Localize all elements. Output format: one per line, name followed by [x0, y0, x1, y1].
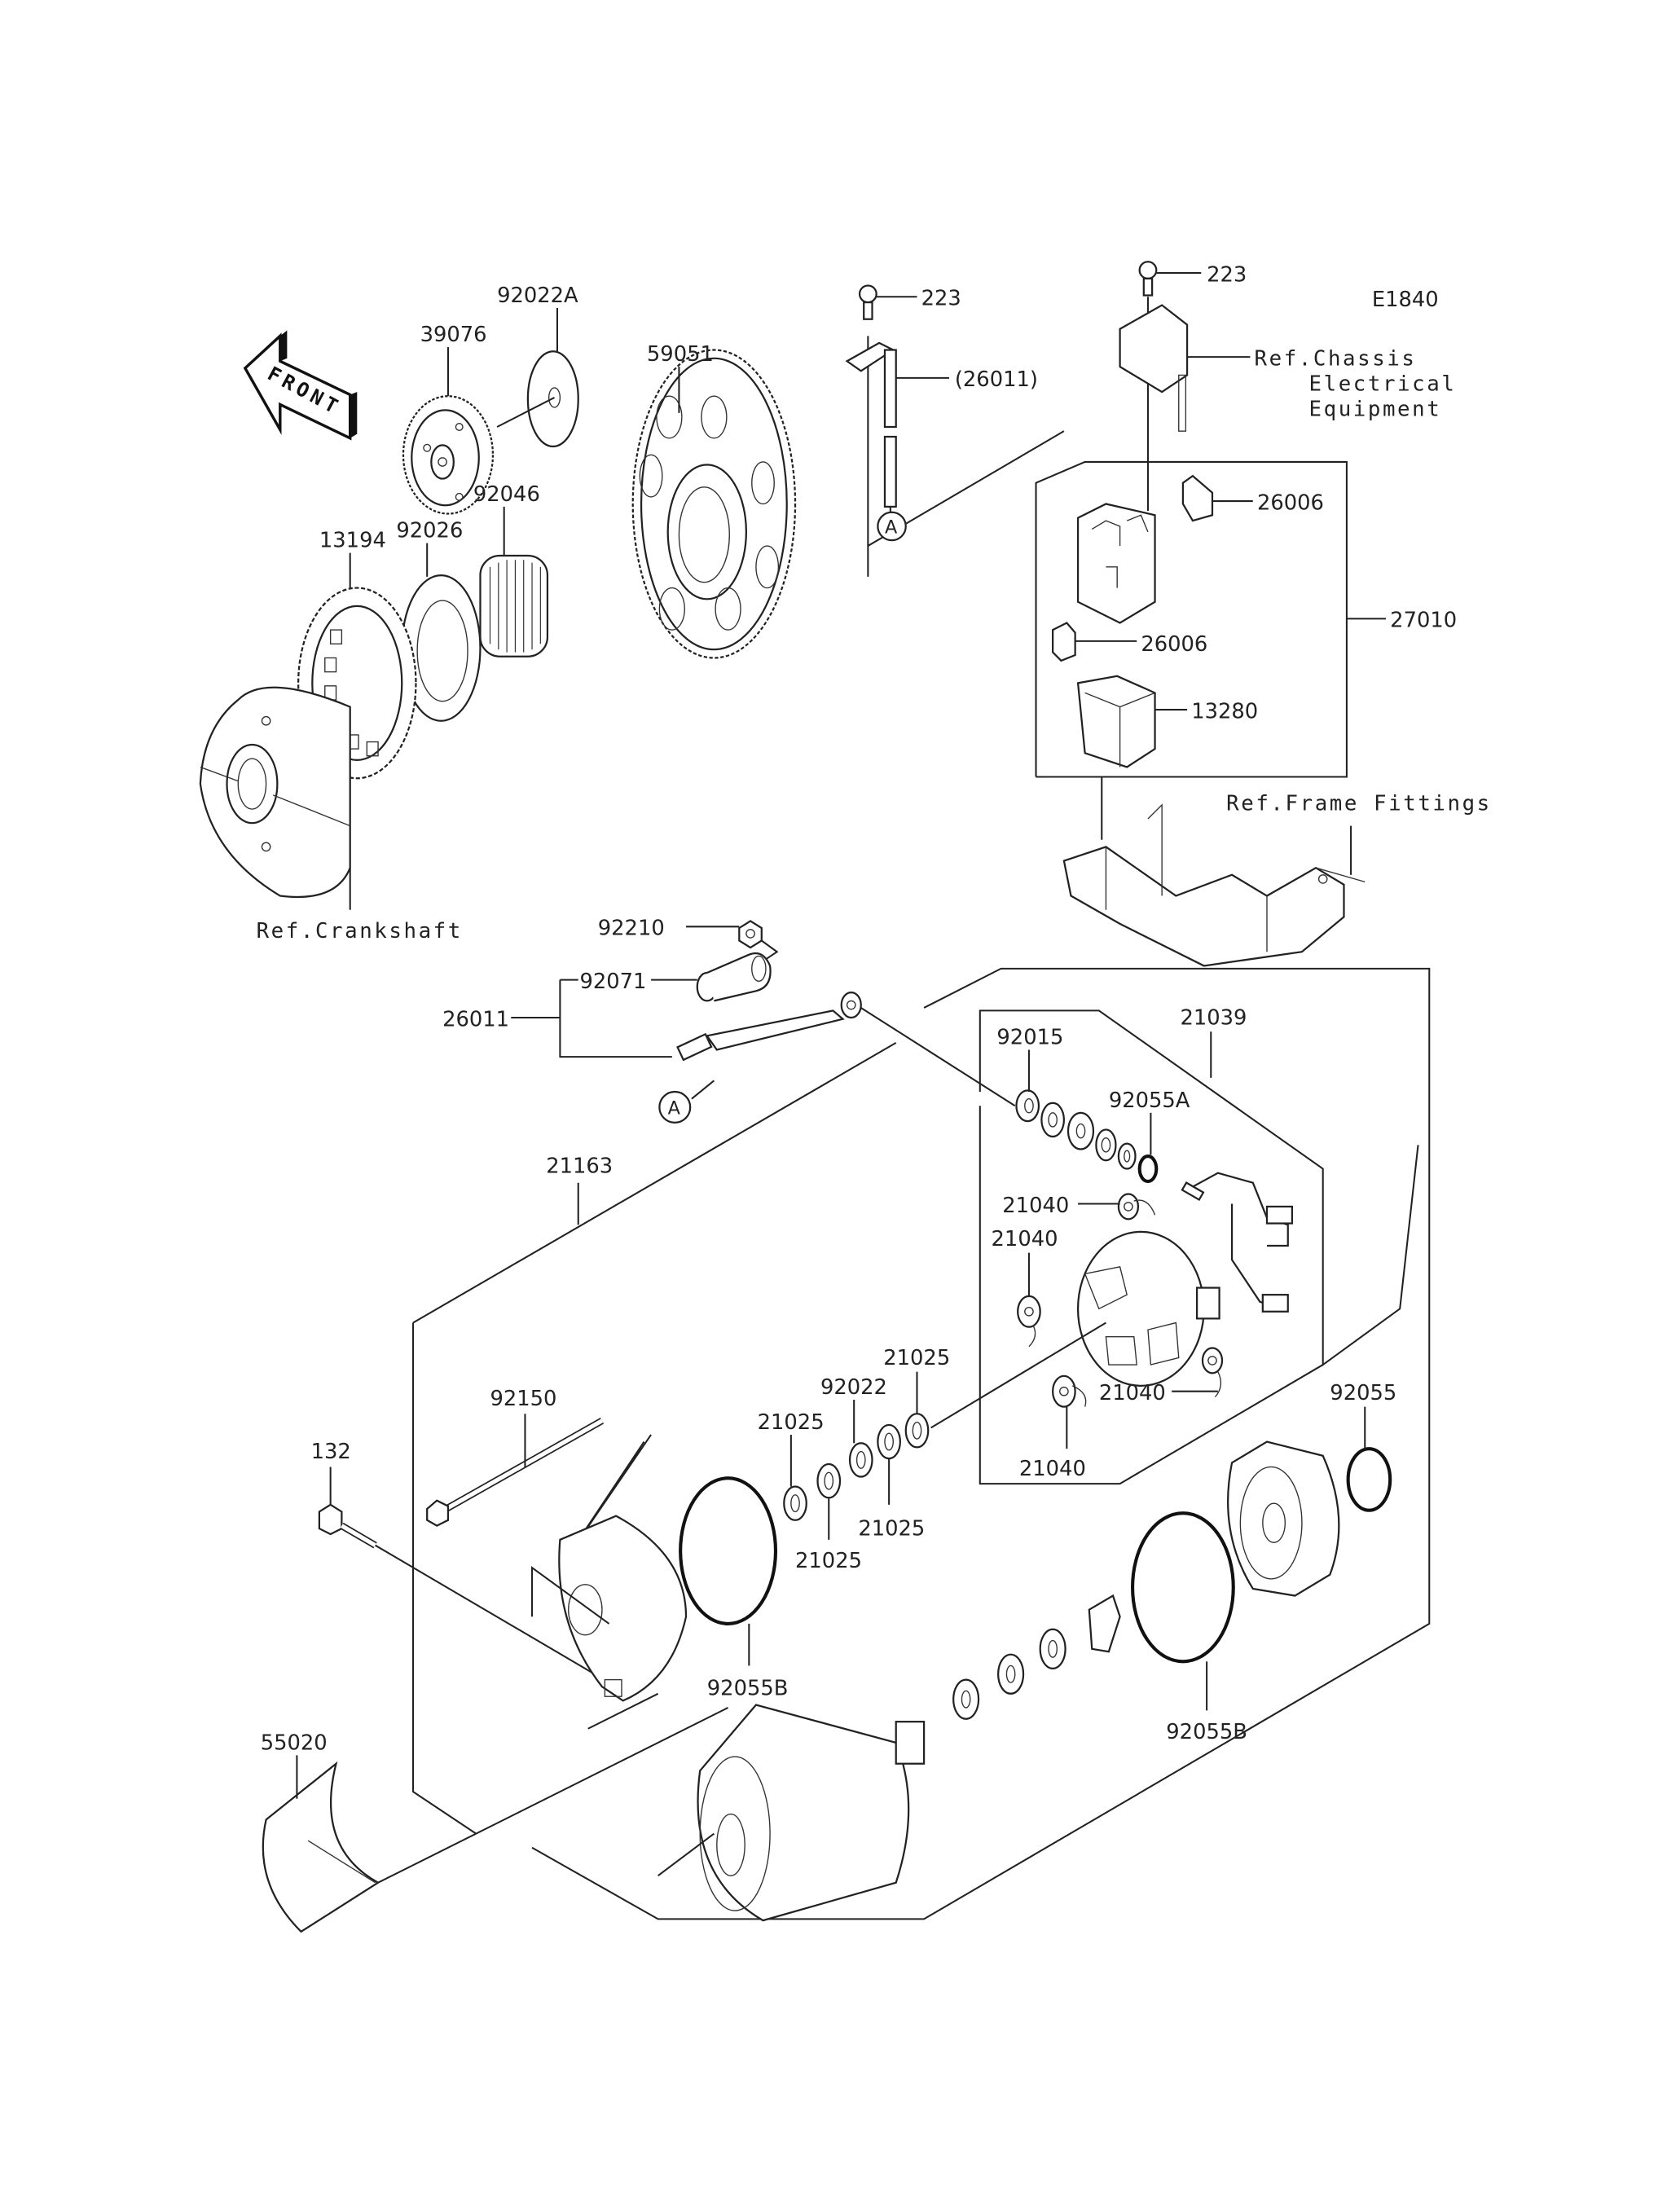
- starter-cover-part[interactable]: [262, 1761, 380, 1933]
- part-label-92046: 92046: [473, 482, 540, 507]
- shim-washers-part[interactable]: [783, 1413, 930, 1521]
- o-ring-92055-part[interactable]: [1346, 1447, 1392, 1512]
- part-label-92071: 92071: [579, 970, 646, 994]
- part-label-26006-lower: 26006: [1141, 632, 1207, 657]
- armature-yoke-part[interactable]: [697, 1704, 926, 1922]
- part-label-26011: 26011: [442, 1007, 509, 1031]
- part-label-21040-a: 21040: [1002, 1194, 1069, 1218]
- part-label-21039: 21039: [1180, 1006, 1247, 1031]
- part-label-92022: 92022: [820, 1375, 887, 1400]
- part-label-223-right: 223: [1207, 262, 1247, 287]
- battery-lead-upper-part[interactable]: [845, 341, 897, 508]
- relay-cover-part[interactable]: [1076, 675, 1156, 768]
- brush-spring-3-part[interactable]: [1201, 1347, 1224, 1398]
- needle-bearing-part[interactable]: [479, 554, 549, 658]
- bolt-132-part[interactable]: [318, 1503, 377, 1549]
- through-bolt-part[interactable]: [426, 1418, 605, 1527]
- part-label-92210: 92210: [598, 917, 665, 941]
- screw-223-left-part[interactable]: [858, 284, 877, 320]
- svg-text:A: A: [668, 1098, 681, 1119]
- brush-spring-4-part[interactable]: [1052, 1374, 1087, 1408]
- part-label-21025-a: 21025: [758, 1410, 825, 1435]
- part-label-21040-b: 21040: [992, 1227, 1058, 1251]
- part-label-21025-d: 21025: [858, 1517, 925, 1541]
- part-label-21163: 21163: [546, 1154, 613, 1179]
- brush-spring-1-part[interactable]: [1117, 1193, 1156, 1220]
- part-label-13194: 13194: [319, 529, 386, 553]
- fuse-upper-part[interactable]: [1181, 474, 1214, 522]
- part-label-92015: 92015: [996, 1026, 1063, 1050]
- part-label-92055B-left: 92055B: [707, 1677, 789, 1701]
- frame-bracket-reference: [1062, 803, 1366, 967]
- ref-chassis-line3: Equipment: [1309, 397, 1442, 421]
- brush-terminal-part[interactable]: [1181, 1172, 1294, 1313]
- brush-spring-2-part[interactable]: [1017, 1295, 1041, 1348]
- part-label-92055: 92055: [1330, 1381, 1396, 1405]
- o-ring-92055B-right-part[interactable]: [1131, 1511, 1235, 1664]
- part-label-92055B-right: 92055B: [1166, 1720, 1247, 1744]
- part-label-132: 132: [311, 1440, 351, 1464]
- part-label-59051: 59051: [647, 342, 714, 367]
- diagram-code: E1840: [1372, 288, 1439, 312]
- battery-lead-lower-part[interactable]: [676, 991, 862, 1062]
- ref-chassis-line2: Electrical: [1309, 372, 1457, 396]
- part-label-21025-c: 21025: [795, 1549, 862, 1573]
- nut-92015-part[interactable]: [1015, 1089, 1040, 1123]
- armature-washers-part[interactable]: [952, 1594, 1121, 1720]
- front-end-cover-part[interactable]: [558, 1515, 688, 1702]
- part-label-92026: 92026: [396, 519, 463, 543]
- part-label-92022A: 92022A: [497, 284, 578, 308]
- part-label-27010: 27010: [1390, 609, 1457, 633]
- part-label-13280: 13280: [1191, 699, 1258, 723]
- o-ring-92055A-part[interactable]: [1137, 1154, 1159, 1184]
- starter-relay-part[interactable]: [1076, 503, 1156, 624]
- ref-crankshaft: Ref.Crankshaft: [257, 919, 463, 943]
- part-label-223-left: 223: [921, 287, 961, 311]
- brush-plate-part[interactable]: [1076, 1230, 1220, 1387]
- svg-text:A: A: [885, 517, 898, 539]
- insulator-washers-part[interactable]: [1040, 1102, 1137, 1170]
- o-ring-92055B-left-part[interactable]: [679, 1476, 778, 1625]
- fuse-lower-part[interactable]: [1052, 622, 1076, 662]
- part-label-21040-c: 21040: [1099, 1381, 1166, 1405]
- ic-igniter-reference: [1119, 304, 1189, 432]
- part-label-21040-d: 21040: [1019, 1457, 1086, 1481]
- part-label-26011-paren: (26011): [955, 367, 1038, 392]
- crankshaft-rotor-reference: [199, 686, 351, 899]
- part-label-92150: 92150: [490, 1387, 556, 1411]
- rear-end-cover-part[interactable]: [1227, 1440, 1340, 1597]
- callout-a-upper: A: [877, 511, 907, 542]
- ref-frame-fittings: Ref.Frame Fittings: [1226, 792, 1492, 816]
- terminal-cap-part[interactable]: [696, 952, 772, 1002]
- callout-a-lower: A: [658, 1090, 692, 1124]
- nut-92210-part[interactable]: [738, 920, 763, 949]
- part-label-55020: 55020: [261, 1731, 328, 1756]
- idle-gear-part[interactable]: [402, 395, 495, 515]
- ref-chassis-line1: Ref.Chassis: [1255, 346, 1417, 371]
- part-label-21025-b: 21025: [883, 1346, 950, 1370]
- part-label-26006-upper: 26006: [1257, 490, 1324, 515]
- front-arrow-icon: FRONT: [243, 330, 358, 441]
- part-label-39076: 39076: [420, 323, 487, 347]
- part-label-92055A: 92055A: [1109, 1089, 1190, 1113]
- screw-223-right-part[interactable]: [1138, 261, 1158, 297]
- starter-driven-gear-part[interactable]: [631, 349, 797, 659]
